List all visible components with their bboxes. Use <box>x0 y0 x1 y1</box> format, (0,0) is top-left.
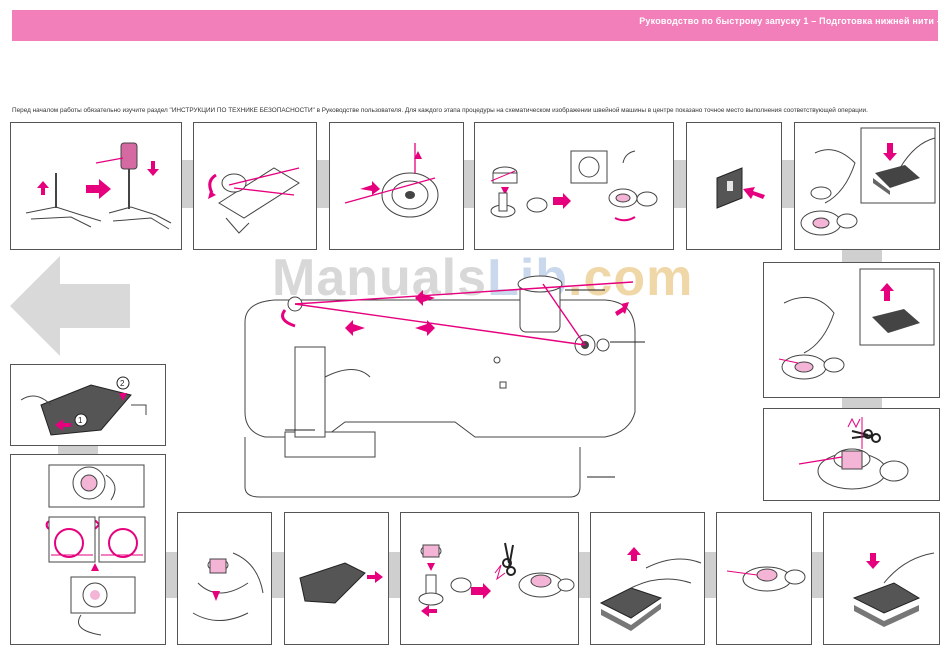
step-panel-pedal-release <box>763 262 940 398</box>
step-panel-switch <box>686 122 782 250</box>
step-panel-cut-thread <box>763 408 940 501</box>
step-number-2: 2 <box>120 379 125 388</box>
separator <box>810 552 823 598</box>
step-panel-thread-guide <box>193 122 317 250</box>
scissors-icon <box>851 429 881 443</box>
step-panel-wound-bobbin <box>716 512 812 645</box>
step-panel-hand-bobbin <box>177 512 272 645</box>
step-panel-remove-bobbin <box>400 512 579 645</box>
separator <box>842 396 882 408</box>
separator <box>315 160 329 208</box>
step-panel-spool-pin <box>10 122 182 250</box>
scissors-icon <box>502 542 516 576</box>
step-number-1: 1 <box>78 416 83 425</box>
separator <box>164 552 177 598</box>
header-bar <box>12 10 938 41</box>
step-panel-bobbin-cover: 1 2 <box>10 364 166 446</box>
separator <box>842 249 882 262</box>
separator <box>781 160 794 208</box>
step-panel-bobbin <box>329 122 464 250</box>
step-panel-pedal-press-final <box>823 512 940 645</box>
back-arrow-icon <box>10 256 130 356</box>
separator <box>462 160 474 208</box>
step-panel-pedal-press <box>794 122 940 250</box>
separator <box>703 552 716 598</box>
separator <box>577 552 590 598</box>
step-panel-bobbin-winder <box>474 122 674 250</box>
intro-text: Перед началом работы обязательно изучите… <box>12 107 868 114</box>
watermark: ManualsLib.com <box>272 249 694 307</box>
separator <box>673 160 686 208</box>
foot-pedal-icon <box>873 165 920 195</box>
sewing-machine-diagram <box>244 275 645 498</box>
page-title: Руководство по быстрому запуску 1 – Подг… <box>639 16 942 26</box>
separator <box>387 552 400 598</box>
step-panel-pedal-lift <box>590 512 705 645</box>
separator <box>58 444 98 454</box>
step-panel-insert-bobbin: O ✕ <box>10 454 166 645</box>
step-panel-bobbin-cover-close <box>284 512 389 645</box>
separator <box>270 552 284 598</box>
separator <box>181 160 193 208</box>
spool-icon <box>95 142 138 178</box>
